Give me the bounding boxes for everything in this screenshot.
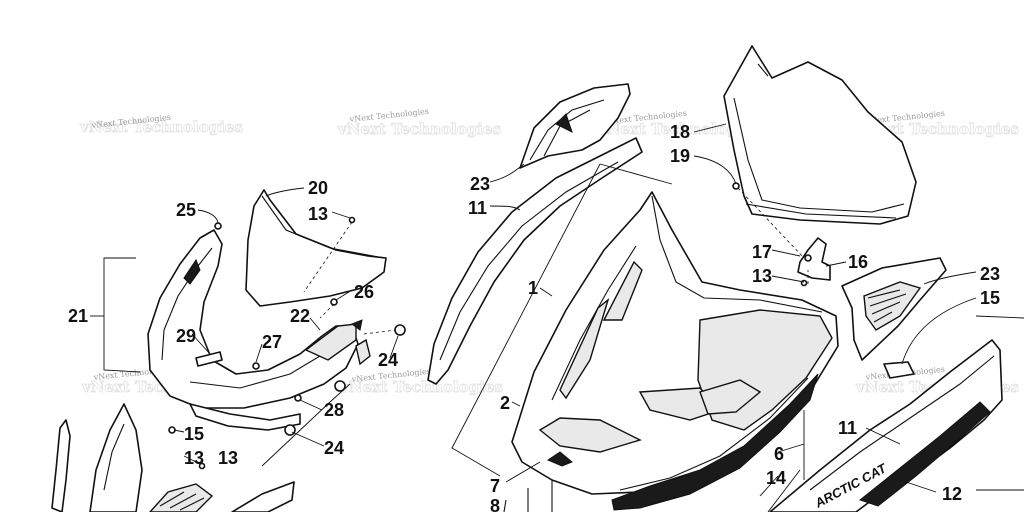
logo-7 xyxy=(546,451,573,467)
guide-lines xyxy=(103,163,1024,512)
watermark-shadow: vNext Technologies xyxy=(79,118,243,136)
callout-28: 15 xyxy=(184,424,204,444)
callout-13-lower: 13 xyxy=(218,448,238,468)
callout-1: 1 xyxy=(528,278,538,298)
callout-13-right: 14 xyxy=(766,468,786,488)
callout-labels: 23 11 1 2 7 8 18 19 17 13 16 23 15 11 6 … xyxy=(68,122,1000,512)
callout-7: 7 xyxy=(490,476,500,496)
screw-29 xyxy=(198,462,206,470)
rivet-24b xyxy=(294,394,302,402)
side-vent-panel[interactable] xyxy=(841,257,947,379)
callout-8: 8 xyxy=(490,496,500,512)
callout-13-bracket: 13 xyxy=(752,266,772,286)
side-panel-12[interactable]: ARCTIC CAT xyxy=(769,339,1003,512)
washer-25b xyxy=(284,424,296,436)
watermark-shadow: vNext Technologies xyxy=(855,120,1019,138)
hood-edge-8 xyxy=(503,480,553,512)
callout-19: 19 xyxy=(670,146,690,166)
callout-20: 20 xyxy=(308,178,328,198)
upper-trim-15[interactable] xyxy=(519,83,631,169)
clip-14 xyxy=(883,361,915,379)
watermark-shadow: vNext Technologies xyxy=(597,120,761,138)
callout-14: 15 xyxy=(980,288,1000,308)
callout-23-right: 26 xyxy=(354,282,374,302)
callout-24-upper: 27 xyxy=(262,332,282,352)
callout-29: 13 xyxy=(184,448,204,468)
screw-13-upper xyxy=(348,216,356,224)
callout-23: 25 xyxy=(176,200,196,220)
lower-left-parts[interactable] xyxy=(51,403,295,512)
callout-15: 23 xyxy=(470,174,490,194)
console-lower-21[interactable] xyxy=(147,229,359,431)
callout-16: 16 xyxy=(848,252,868,272)
fasteners-left xyxy=(168,216,406,470)
watermark-shadow: vNext Technologies xyxy=(337,120,501,138)
nut-26 xyxy=(394,324,406,336)
callout-2: 2 xyxy=(500,393,510,413)
callout-24-lower: 28 xyxy=(324,400,344,420)
hood-panel[interactable] xyxy=(511,191,839,511)
callout-6: 6 xyxy=(774,444,784,464)
callout-22: 22 xyxy=(290,306,310,326)
callout-11-right: 11 xyxy=(838,418,857,438)
rivet-24 xyxy=(252,362,260,370)
callout-25: 24 xyxy=(324,438,344,458)
console-upper-20[interactable] xyxy=(245,189,387,307)
screw-23-right xyxy=(330,298,338,306)
callout-12: 12 xyxy=(942,484,962,504)
callout-11: 11 xyxy=(468,198,487,218)
washer-25 xyxy=(334,380,346,392)
callout-17: 17 xyxy=(752,242,772,262)
windshield[interactable] xyxy=(723,45,917,225)
callout-13-console: 13 xyxy=(308,204,328,224)
callout-26: 24 xyxy=(378,350,398,370)
callout-18: 18 xyxy=(670,122,690,142)
watermark-shadow: vNext Technologies xyxy=(339,378,503,396)
side-strip-11[interactable] xyxy=(427,137,643,385)
callout-21: 21 xyxy=(68,306,88,326)
mount-bracket[interactable] xyxy=(732,182,831,287)
leader-lines xyxy=(90,123,977,497)
callout-27: 29 xyxy=(176,326,196,346)
callout-15-right: 23 xyxy=(980,264,1000,284)
badge-27 xyxy=(195,351,223,367)
